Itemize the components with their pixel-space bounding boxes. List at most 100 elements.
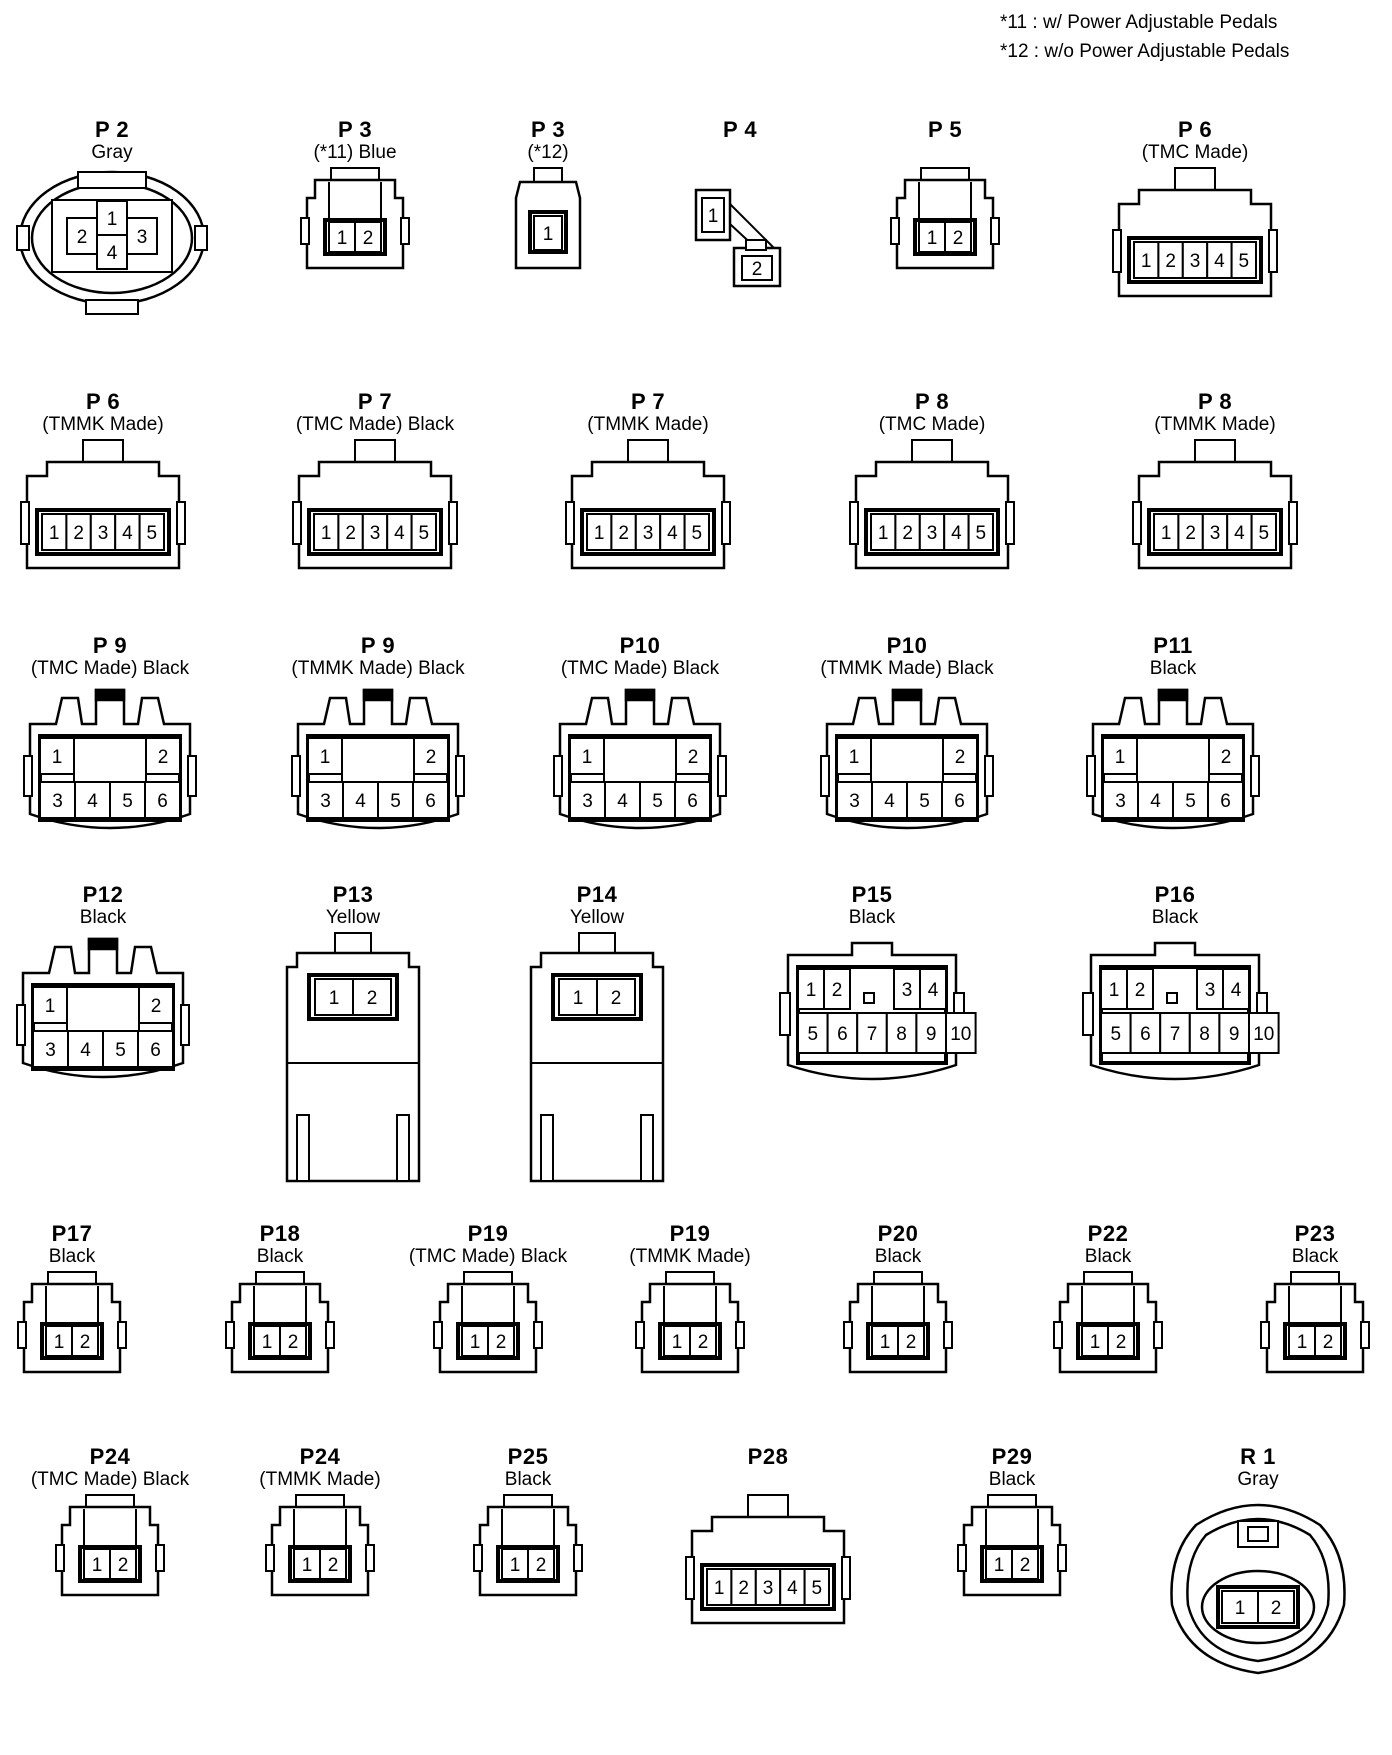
pin-number: 5 bbox=[122, 791, 133, 812]
pin-number: 2 bbox=[1020, 1555, 1031, 1576]
pin-number: 2 bbox=[1135, 980, 1146, 1001]
pin-number: 1 bbox=[1141, 251, 1152, 272]
pin-number: 2 bbox=[328, 1555, 339, 1576]
connector-label: P 5 bbox=[928, 118, 962, 142]
connector-id: P19 bbox=[669, 1221, 711, 1246]
connector-id: R 1 bbox=[1240, 1444, 1276, 1469]
pin-number: 4 bbox=[1231, 980, 1242, 1001]
pin-number: 1 bbox=[1109, 980, 1120, 1001]
pin-number: 1 bbox=[320, 747, 331, 768]
pin-number: 2 bbox=[1221, 747, 1232, 768]
pin-number: 4 bbox=[667, 523, 678, 544]
connector-spec: (TMC Made) Black bbox=[408, 1246, 568, 1267]
pin-number: 1 bbox=[510, 1555, 521, 1576]
connector-label: P 6(TMC Made) bbox=[1142, 118, 1249, 164]
pin-number: 2 bbox=[902, 523, 913, 544]
pin-number: 2 bbox=[1116, 1332, 1127, 1353]
pin-number: 2 bbox=[1185, 523, 1196, 544]
pin-number: 3 bbox=[643, 523, 654, 544]
connector-label: P 6(TMMK Made) bbox=[42, 390, 163, 436]
pin-number: 5 bbox=[652, 791, 663, 812]
pin-number: 2 bbox=[496, 1332, 507, 1353]
pin-number: 1 bbox=[582, 747, 593, 768]
connector-spec: Black bbox=[988, 1469, 1036, 1490]
pin-number: 4 bbox=[617, 791, 628, 812]
connector-id: P25 bbox=[507, 1444, 549, 1469]
pin-number: 4 bbox=[394, 523, 405, 544]
connector-spec: (TMC Made) bbox=[1141, 142, 1249, 163]
connector-drawing: 1 bbox=[514, 167, 582, 270]
pin-number: 4 bbox=[107, 243, 118, 264]
pin-number: 5 bbox=[919, 791, 930, 812]
pin-number: 2 bbox=[953, 228, 964, 249]
connector-id: P14 bbox=[576, 882, 618, 907]
pin-number: 4 bbox=[80, 1040, 91, 1061]
pin-number: 5 bbox=[1111, 1024, 1122, 1045]
pin-number: 1 bbox=[994, 1555, 1005, 1576]
pin-number: 8 bbox=[1199, 1024, 1210, 1045]
connector-id: P10 bbox=[886, 633, 928, 658]
pin-number: 5 bbox=[1185, 791, 1196, 812]
pin-number: 3 bbox=[1210, 523, 1221, 544]
pin-number: 5 bbox=[976, 523, 987, 544]
connector-label: P 7(TMC Made) Black bbox=[296, 390, 454, 436]
connector-id: P 3 bbox=[530, 117, 566, 142]
pin-number: 3 bbox=[137, 227, 148, 248]
pin-number: 6 bbox=[157, 791, 168, 812]
pin-number: 1 bbox=[1297, 1332, 1308, 1353]
pin-number: 1 bbox=[49, 523, 60, 544]
connector-id: P28 bbox=[747, 1444, 789, 1469]
pin-number: 4 bbox=[951, 523, 962, 544]
pin-number: 8 bbox=[896, 1024, 907, 1045]
pin-number: 3 bbox=[1190, 251, 1201, 272]
pin-number: 1 bbox=[573, 988, 584, 1009]
connector-spec: Yellow bbox=[325, 907, 381, 928]
pin-number: 6 bbox=[687, 791, 698, 812]
pin-number: 2 bbox=[698, 1332, 709, 1353]
connector-label: P 9(TMMK Made) Black bbox=[291, 634, 464, 680]
footnote-12: *12 : w/o Power Adjustable Pedals bbox=[1000, 41, 1290, 62]
connector-spec: (TMMK Made) bbox=[629, 1246, 751, 1267]
pin-number: 2 bbox=[151, 996, 162, 1017]
pin-number: 5 bbox=[115, 1040, 126, 1061]
connector-label: P10(TMC Made) Black bbox=[561, 634, 719, 680]
connector-spec: Gray bbox=[91, 142, 133, 163]
connector-spec: (TMC Made) Black bbox=[30, 1469, 190, 1490]
connector-label: P28 bbox=[748, 1445, 789, 1469]
connector-spec: Black bbox=[1291, 1246, 1339, 1267]
pin-number: 4 bbox=[928, 980, 939, 1001]
pin-number: 3 bbox=[849, 791, 860, 812]
connector-spec: Black bbox=[504, 1469, 552, 1490]
pin-number: 4 bbox=[122, 523, 133, 544]
connector-spec: (TMMK Made) bbox=[259, 1469, 381, 1490]
connector-id: P 5 bbox=[927, 117, 963, 142]
pin-number: 7 bbox=[1170, 1024, 1181, 1045]
connector-spec: Black bbox=[1151, 907, 1199, 928]
pin-number: 6 bbox=[150, 1040, 161, 1061]
connector-id: P23 bbox=[1294, 1221, 1336, 1246]
connector-label: P 3(*11) Blue bbox=[313, 118, 396, 164]
pin-number: 3 bbox=[98, 523, 109, 544]
pin-number: 1 bbox=[92, 1555, 103, 1576]
pin-number: 2 bbox=[536, 1555, 547, 1576]
connector-id: P 8 bbox=[914, 389, 950, 414]
